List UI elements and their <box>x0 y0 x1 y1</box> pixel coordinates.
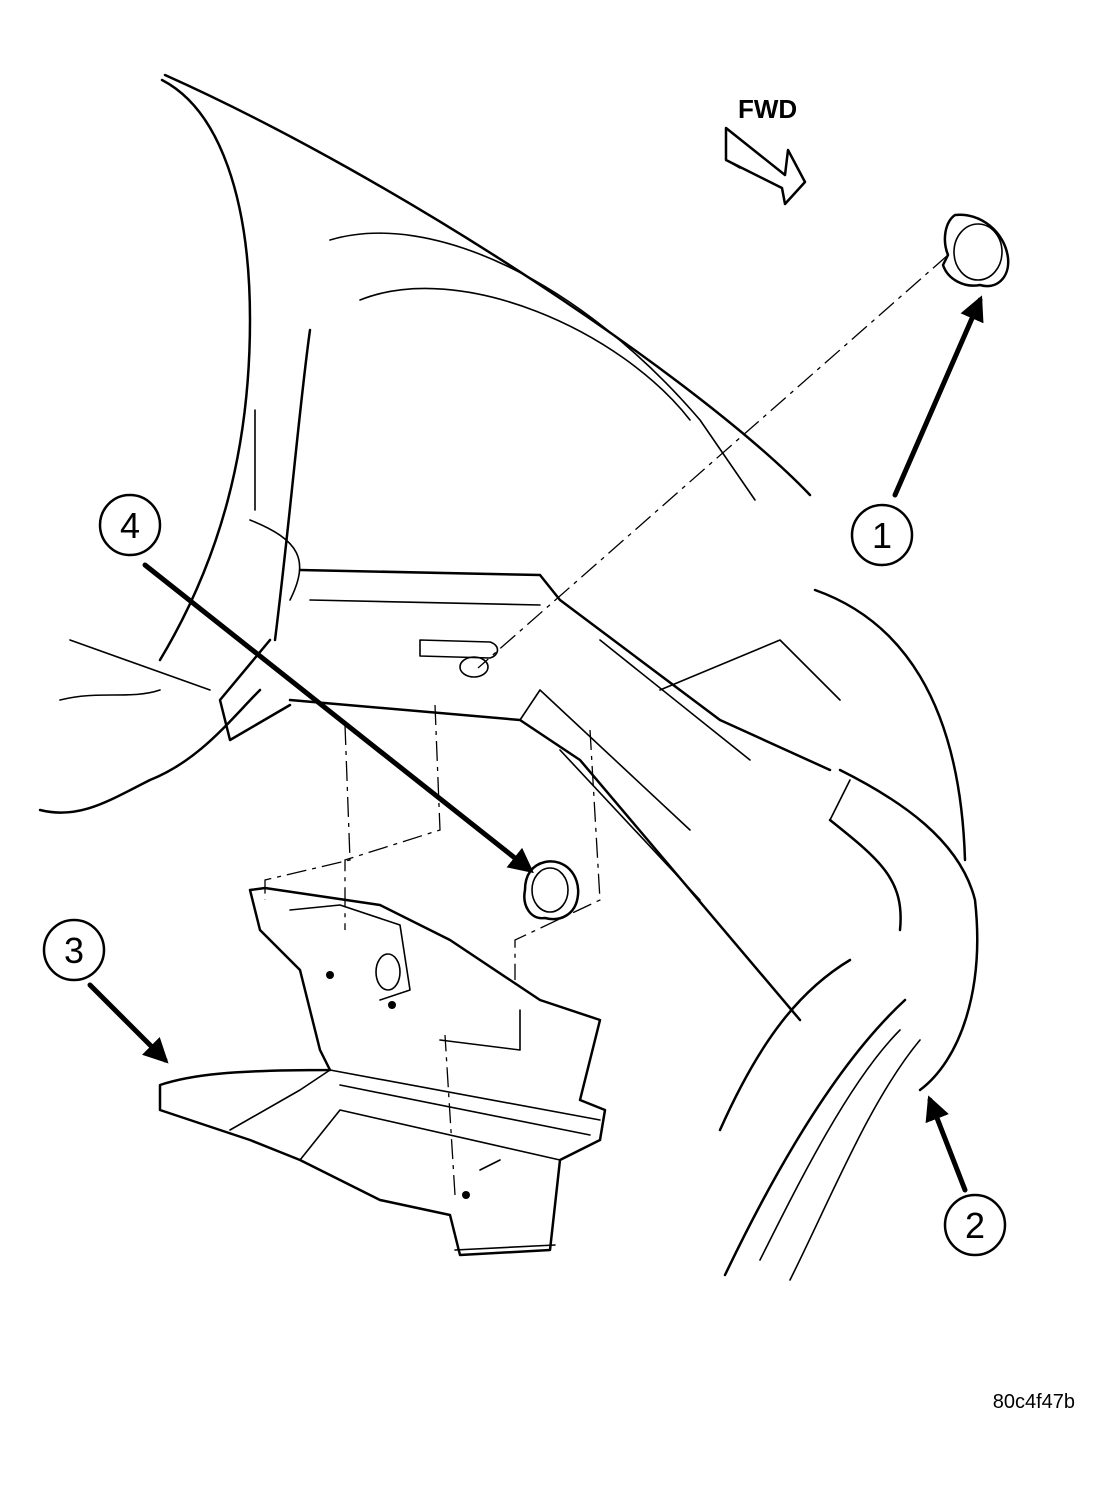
callout-leaders <box>87 295 984 1193</box>
callout-1: 1 <box>850 503 914 567</box>
assembly-lines <box>264 254 949 1196</box>
quarter-panel <box>158 73 812 742</box>
access-cover-panel <box>158 886 607 1257</box>
forward-arrow-icon <box>724 126 807 206</box>
plug-lower <box>523 860 580 921</box>
inner-body-structure <box>38 568 841 1022</box>
svg-text:2: 2 <box>965 1205 985 1246</box>
figure-code: 80c4f47b <box>993 1391 1075 1413</box>
svg-text:1: 1 <box>872 515 892 556</box>
callout-2: 2 <box>943 1193 1007 1257</box>
svg-text:4: 4 <box>120 505 140 546</box>
callout-4: 4 <box>98 493 162 557</box>
svg-text:3: 3 <box>64 930 84 971</box>
callout-3: 3 <box>42 918 106 982</box>
rear-fascia <box>718 588 979 1281</box>
direction-label: FWD <box>738 94 797 124</box>
plug-upper <box>941 213 1010 288</box>
